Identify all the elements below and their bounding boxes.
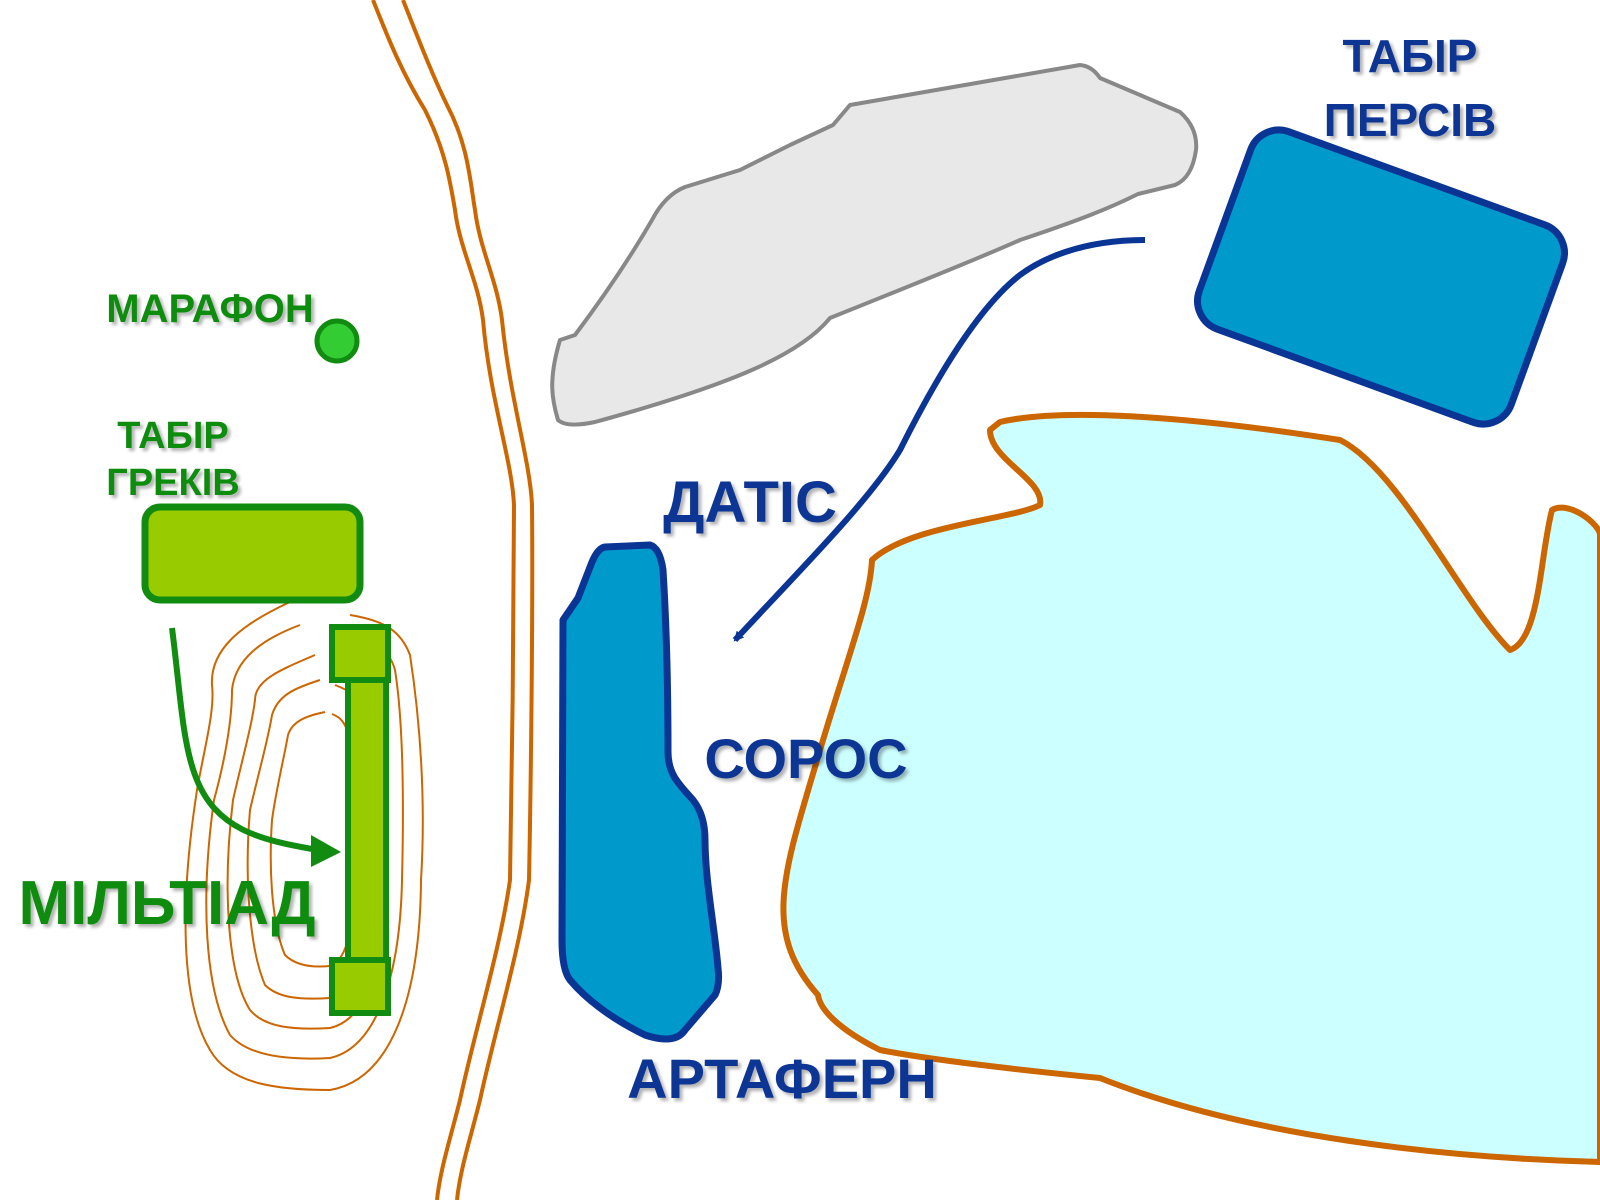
greek-camp — [141, 503, 364, 604]
greek-camp-label-line2: ГРЕКІВ — [106, 462, 239, 504]
marathon-label: МАРАФОН — [106, 287, 313, 331]
persian-army — [558, 541, 723, 1043]
greek-camp-label-line1: ТАБІР — [117, 415, 228, 457]
miltiades-label: МІЛЬТІАД — [18, 869, 315, 938]
soros-label: СОРОС — [704, 727, 907, 790]
datis-label: ДАТІС — [663, 470, 837, 535]
river — [371, 0, 535, 1200]
mountain — [550, 63, 1199, 427]
persian-camp — [1194, 126, 1568, 428]
persian-camp-label-line2: ПЕРСІВ — [1324, 94, 1497, 146]
persian-camp-label-line1: ТАБІР — [1343, 30, 1478, 82]
persian-movement-arrow — [732, 237, 1146, 643]
marathon-town-icon — [314, 318, 360, 364]
greek-movement-arrow — [169, 627, 341, 867]
sea — [780, 411, 1600, 1165]
greek-army — [329, 624, 391, 1016]
artaphernes-label: АРТАФЕРН — [627, 1047, 937, 1110]
